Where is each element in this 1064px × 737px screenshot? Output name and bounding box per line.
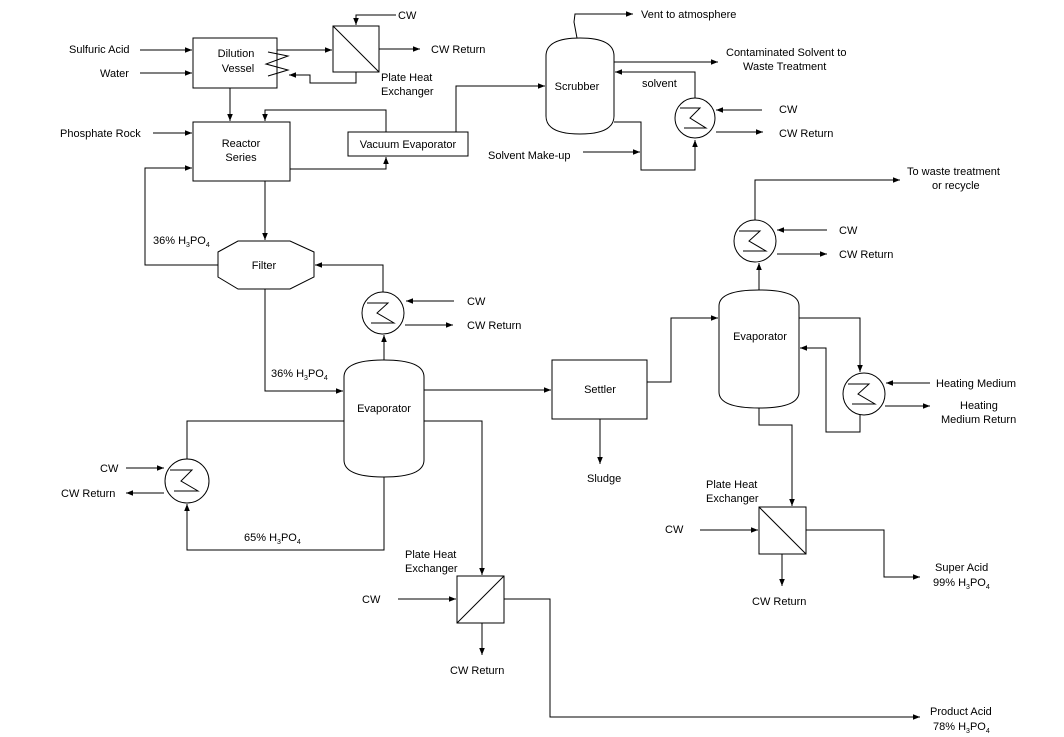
right-evaporator-label: Evaporator <box>733 331 787 343</box>
heat-exchanger-icon <box>170 469 200 492</box>
heat-exchanger-icon <box>848 383 877 405</box>
solvent-makeup-label: Solvent Make-up <box>488 150 571 162</box>
acid-36-label-evaporator: 36% H3PO4 <box>271 368 328 382</box>
heating-medium-exchanger <box>842 372 886 416</box>
acid-65-label: 65% H3PO4 <box>244 532 301 546</box>
sulfuric-acid-label: Sulfuric Acid <box>69 44 130 56</box>
evaporator-vapor-condenser <box>361 291 405 335</box>
scrubber: Scrubber <box>545 37 615 135</box>
phe-super-label-2: Exchanger <box>706 493 759 505</box>
cooling-coil-icon <box>264 51 290 77</box>
solvent-label: solvent <box>642 78 677 90</box>
cw-label-product-phe: CW <box>362 594 381 606</box>
contaminated-solvent-label-1: Contaminated Solvent to <box>726 47 846 59</box>
phosphate-rock-label: Phosphate Rock <box>60 128 141 140</box>
cw-return-label-scrubber-cooler: CW Return <box>779 128 833 140</box>
dilution-vessel-label-1: Dilution <box>218 48 255 60</box>
cw-return-label-left-cooler: CW Return <box>61 488 115 500</box>
cw-return-label-super-phe: CW Return <box>752 596 806 608</box>
phe-super-label-1: Plate Heat <box>706 479 757 491</box>
acid-36-label-filter: 36% H3PO4 <box>153 235 210 249</box>
cw-label-left-cooler: CW <box>100 463 119 475</box>
reactor-label-1: Reactor <box>222 138 261 150</box>
super-acid-label: Super Acid <box>935 562 988 574</box>
phe-product-label-1: Plate Heat <box>405 549 456 561</box>
reactor-series: Reactor Series <box>192 121 291 182</box>
heat-exchanger-icon <box>680 107 708 129</box>
vacuum-evaporator-label: Vacuum Evaporator <box>360 139 457 151</box>
filter: Filter <box>217 240 315 290</box>
dilution-vessel-label-2: Vessel <box>222 63 254 75</box>
cw-return-label-right-condenser: CW Return <box>839 249 893 261</box>
waste-treatment-label-1: To waste treatment <box>907 166 1000 178</box>
plate-heat-exchanger-top: Plate Heat Exchanger <box>332 25 434 98</box>
settler: Settler <box>551 359 648 420</box>
contaminated-solvent-label-2: Waste Treatment <box>743 61 826 73</box>
phe-product-label-2: Exchanger <box>405 563 458 575</box>
scrubber-solvent-cooler <box>674 97 716 139</box>
cw-return-label-top-phe: CW Return <box>431 44 485 56</box>
central-evaporator-label: Evaporator <box>357 403 411 415</box>
central-evaporator: Evaporator <box>343 359 425 478</box>
water-label: Water <box>100 68 129 80</box>
right-evaporator: Evaporator <box>718 289 800 409</box>
vacuum-evaporator: Vacuum Evaporator <box>347 131 469 157</box>
scrubber-label: Scrubber <box>555 81 600 93</box>
cw-label-top-phe: CW <box>398 10 417 22</box>
cw-return-label-product-phe: CW Return <box>450 665 504 677</box>
heating-medium-return-label-1: Heating <box>960 400 998 412</box>
filter-label: Filter <box>252 260 277 272</box>
cw-label-right-condenser: CW <box>839 225 858 237</box>
heating-medium-label: Heating Medium <box>936 378 1016 390</box>
heating-medium-return-label-2: Medium Return <box>941 414 1016 426</box>
process-streams <box>126 11 930 720</box>
heat-exchanger-icon <box>367 302 396 324</box>
cw-label-super-phe: CW <box>665 524 684 536</box>
heat-exchanger-icon <box>739 230 768 252</box>
dilution-vessel: Dilution Vessel <box>192 37 290 89</box>
phe-top-label-1: Plate Heat <box>381 72 432 84</box>
vapor-condenser-right <box>733 219 777 263</box>
phe-top-label-2: Exchanger <box>381 86 434 98</box>
settler-label: Settler <box>584 384 616 396</box>
cw-label-evap-condenser: CW <box>467 296 486 308</box>
cw-label-scrubber-cooler: CW <box>779 104 798 116</box>
cw-return-label-evap-condenser: CW Return <box>467 320 521 332</box>
plate-heat-exchanger-product: Plate Heat Exchanger <box>405 549 505 624</box>
vent-label: Vent to atmosphere <box>641 9 736 21</box>
product-acid-label: Product Acid <box>930 706 992 718</box>
acid-99-label: 99% H3PO4 <box>933 577 990 591</box>
reactor-label-2: Series <box>225 152 257 164</box>
waste-treatment-label-2: or recycle <box>932 180 980 192</box>
plate-heat-exchanger-super: Plate Heat Exchanger <box>706 479 807 555</box>
sludge-label: Sludge <box>587 473 621 485</box>
acid-78-label: 78% H3PO4 <box>933 721 990 735</box>
recycle-cooler <box>164 458 210 504</box>
